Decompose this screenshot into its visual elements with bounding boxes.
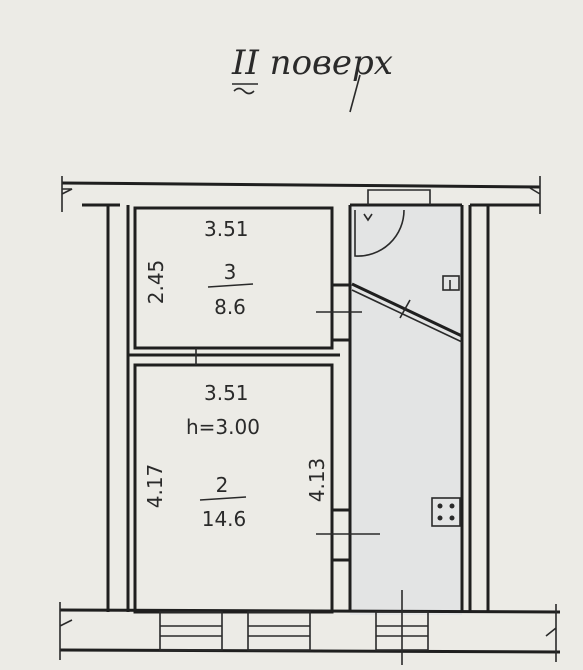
door-marks — [316, 283, 380, 562]
room-3-width: 3.51 — [204, 217, 249, 241]
room-3-area: 8.6 — [214, 295, 246, 319]
room-2-area: 14.6 — [202, 507, 247, 531]
diagonal-partition — [351, 282, 463, 343]
room-2-length-right: 4.13 — [305, 458, 329, 503]
window-2 — [247, 611, 311, 651]
wc-icon — [354, 209, 405, 257]
room-2 — [133, 363, 334, 614]
corridor-area — [350, 205, 462, 615]
room-3-fraction-line — [207, 283, 254, 288]
window-3 — [375, 590, 429, 665]
stove-icon — [431, 497, 461, 527]
top-wall — [61, 176, 541, 214]
window-1 — [159, 611, 223, 651]
room-2-fraction-line — [199, 496, 247, 501]
title-tail — [349, 74, 361, 113]
room-2-length-left: 4.17 — [143, 464, 167, 509]
title-underline — [232, 83, 258, 95]
room-2-height: h=3.00 — [186, 415, 260, 439]
room-3 — [133, 206, 334, 350]
room-2-number: 2 — [216, 473, 229, 497]
room-2-width: 3.51 — [204, 381, 249, 405]
room-3-length: 2.45 — [144, 260, 168, 305]
floor-title: II поверх — [231, 43, 393, 83]
partition — [128, 348, 340, 365]
chimney — [367, 189, 431, 205]
sink-icon — [442, 275, 460, 291]
room-3-number: 3 — [224, 260, 237, 284]
